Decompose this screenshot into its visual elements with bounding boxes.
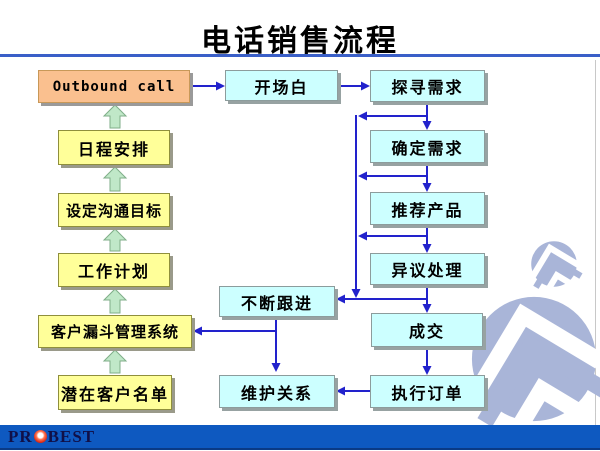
node-label: 维护关系	[240, 385, 313, 403]
node-label: 探寻需求	[391, 80, 464, 97]
footer-underline	[0, 448, 600, 450]
node-objection-handling: 异议处理	[370, 253, 485, 285]
node-label: 异议处理	[391, 263, 464, 280]
footer-bar: PR BEST	[0, 425, 600, 448]
china-mobile-watermark-large	[455, 280, 600, 444]
node-label: 成交	[408, 324, 445, 341]
node-close-deal: 成交	[371, 313, 483, 347]
brand-text-prefix: PR	[8, 426, 33, 446]
node-recommend-product: 推荐产品	[370, 192, 485, 225]
node-label: 开场白	[254, 79, 309, 97]
probest-logo: PR BEST	[8, 427, 95, 447]
node-set-communication-goal: 设定沟通目标	[58, 193, 170, 227]
node-label: 执行订单	[391, 385, 464, 403]
node-continuous-follow-up: 不断跟进	[219, 286, 335, 317]
node-confirm-needs: 确定需求	[370, 130, 485, 163]
node-label: 不断跟进	[240, 295, 313, 313]
node-work-plan: 工作计划	[58, 253, 170, 287]
page-title: 电话销售流程	[201, 25, 399, 58]
china-mobile-logo-icon	[530, 241, 583, 295]
node-label: 工作计划	[77, 264, 150, 281]
node-customer-funnel-system: 客户漏斗管理系统	[38, 315, 192, 348]
china-mobile-watermark-small	[525, 235, 583, 298]
node-label: 设定沟通目标	[65, 203, 162, 220]
node-label: Outbound call	[52, 78, 176, 95]
node-maintain-relationship: 维护关系	[219, 375, 335, 408]
node-explore-needs: 探寻需求	[370, 70, 485, 102]
node-schedule: 日程安排	[58, 130, 170, 165]
node-opening: 开场白	[225, 70, 338, 101]
connector-arrowheads	[193, 81, 432, 396]
node-label: 推荐产品	[391, 202, 464, 220]
node-label: 确定需求	[391, 140, 464, 158]
brand-o-dot-icon	[33, 430, 47, 443]
node-outbound-call: Outbound call	[38, 70, 190, 103]
node-prospect-list: 潜在客户名单	[58, 375, 172, 410]
brand-text-suffix: BEST	[47, 426, 96, 446]
node-label: 日程安排	[77, 141, 150, 159]
china-mobile-logo-icon	[469, 296, 600, 444]
content-frame-edge	[595, 60, 596, 425]
title-divider	[0, 54, 600, 57]
node-execute-order: 执行订单	[370, 375, 485, 408]
node-label: 潜在客户名单	[60, 386, 169, 404]
node-label: 客户漏斗管理系统	[50, 325, 179, 341]
